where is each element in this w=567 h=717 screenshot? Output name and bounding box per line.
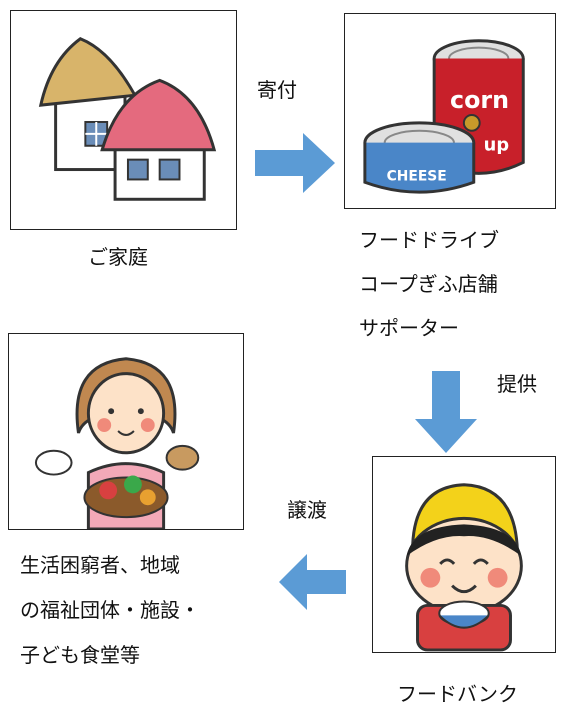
home-caption: ご家庭 [88, 245, 148, 269]
cheese-can-label: CHEESE [387, 168, 447, 184]
arrow-left-icon [279, 554, 346, 610]
canned-goods-illustration: corn up CHEESE [363, 39, 525, 194]
cans-illustration-box: corn up CHEESE [344, 13, 556, 209]
arrow-right-icon [255, 133, 335, 193]
houses-illustration [38, 37, 217, 201]
recipient-line-1: 生活困窮者、地域 [20, 553, 180, 577]
arrow-down-icon [415, 371, 477, 453]
woman-with-food-illustration [34, 357, 200, 529]
recipient-line-3: 子ども食堂等 [20, 643, 140, 667]
up-can-label: up [484, 135, 509, 156]
recipient-line-2: の福祉団体・施設・ [20, 598, 200, 622]
home-illustration-box [10, 10, 237, 230]
transfer-label: 譲渡 [287, 498, 327, 522]
donor-line-1: フードドライブ [359, 228, 499, 252]
donor-line-3: サポーター [359, 316, 459, 340]
foodbank-caption: フードバンク [397, 682, 518, 706]
donation-label: 寄付 [257, 78, 297, 102]
corn-can-label: corn [450, 86, 509, 114]
recipient-illustration-box [8, 333, 244, 530]
provision-label: 提供 [497, 372, 537, 396]
foodbank-illustration-box [372, 456, 556, 653]
donor-line-2: コープぎふ店舗 [359, 272, 498, 296]
child-with-rice-illustration [405, 483, 523, 652]
